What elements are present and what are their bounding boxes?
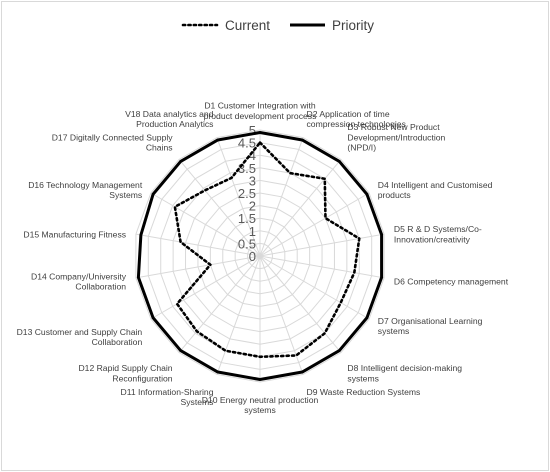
tick-label-3: 1.5 xyxy=(238,211,256,226)
spoke-17 xyxy=(178,159,261,257)
legend: Current Priority xyxy=(181,18,374,33)
category-label-6: D6 Competency management xyxy=(394,277,509,287)
spoke-16 xyxy=(150,192,261,257)
series-priority-line xyxy=(136,131,384,381)
spoke-3 xyxy=(259,159,342,257)
category-label-9-line-1: D9 Waste Reduction Systems xyxy=(307,387,421,397)
spoke-2 xyxy=(259,137,304,257)
legend-priority-label: Priority xyxy=(332,18,374,33)
category-label-13-line-2: Collaboration xyxy=(92,337,143,347)
category-label-2-line-2: compression technologies xyxy=(307,119,406,129)
category-label-3-line-2: Development/Introduction xyxy=(347,132,445,142)
tick-label-10: 5 xyxy=(249,123,256,138)
category-label-18-line-1: V18 Data analytics and xyxy=(125,109,214,119)
category-label-14-line-1: D14 Company/University xyxy=(31,271,127,281)
category-label-4-line-1: D4 Intelligent and Customised xyxy=(378,180,493,190)
legend-current-label: Current xyxy=(225,18,270,33)
tick-label-5: 2.5 xyxy=(238,186,256,201)
spoke-4 xyxy=(259,192,370,257)
category-label-11-line-1: D11 Information-Sharing xyxy=(120,387,213,397)
category-label-10-line-1: D10 Energy neutral production xyxy=(202,395,319,405)
spoke-8 xyxy=(259,255,342,353)
spoke-15 xyxy=(135,233,261,257)
category-label-5-line-1: D5 R & D Systems/Co- xyxy=(394,224,482,234)
category-label-5-line-2: Innovation/creativity xyxy=(394,234,471,244)
spoke-14 xyxy=(135,255,261,279)
category-label-6-line-1: D6 Competency management xyxy=(394,277,509,287)
category-label-3-line-1: D3 Robust New Product xyxy=(347,122,440,132)
spoke-18 xyxy=(216,137,261,257)
category-label-2-line-1: D2 Application of time xyxy=(307,109,390,119)
category-label-7-line-1: D7 Organisational Learning xyxy=(378,316,483,326)
category-label-3-line-3: (NPD/I) xyxy=(347,143,376,153)
tick-label-2: 1 xyxy=(249,224,256,239)
spoke-7 xyxy=(259,255,370,320)
category-label-17-line-2: Chains xyxy=(146,143,173,153)
tick-label-4: 2 xyxy=(249,199,256,214)
category-label-11-line-2: Systems xyxy=(181,397,214,407)
spoke-13 xyxy=(150,255,261,320)
category-label-15: D15 Manufacturing Fitness xyxy=(23,229,126,239)
tick-label-9: 4.5 xyxy=(238,136,256,151)
category-label-13-line-1: D13 Customer and Supply Chain xyxy=(17,327,143,337)
tick-label-1: 0.5 xyxy=(238,236,256,251)
category-label-12-line-2: Reconfiguration xyxy=(112,373,172,383)
category-label-14-line-2: Collaboration xyxy=(75,282,126,292)
category-label-10-line-2: systems xyxy=(244,405,276,415)
tick-label-0: 0 xyxy=(249,249,256,264)
category-label-7-line-2: systems xyxy=(378,326,410,336)
category-label-5: D5 R & D Systems/Co-Innovation/creativit… xyxy=(394,224,482,244)
category-label-12-line-1: D12 Rapid Supply Chain xyxy=(78,363,172,373)
spoke-5 xyxy=(259,233,385,257)
category-label-15-line-1: D15 Manufacturing Fitness xyxy=(23,229,126,239)
category-label-4-line-2: products xyxy=(378,190,411,200)
category-label-1-line-2: product development process xyxy=(204,111,317,121)
tick-label-6: 3 xyxy=(249,173,256,188)
series-current-line xyxy=(173,141,361,359)
radar-spokes xyxy=(135,130,385,382)
radial-tick-labels: 00.511.522.533.544.55 xyxy=(238,123,256,264)
category-label-18-line-2: Production Analytics xyxy=(136,119,213,129)
category-label-8-line-2: systems xyxy=(347,373,379,383)
category-label-9: D9 Waste Reduction Systems xyxy=(307,387,421,397)
category-label-8-line-1: D8 Intelligent decision-making xyxy=(347,363,462,373)
category-label-16-line-2: Systems xyxy=(109,190,142,200)
category-label-1-line-1: D1 Customer Integration with xyxy=(204,101,316,111)
data-series xyxy=(136,131,384,381)
tick-label-8: 4 xyxy=(249,148,256,163)
spoke-11 xyxy=(216,255,261,375)
category-label-16-line-1: D16 Technology Management xyxy=(28,180,143,190)
spoke-6 xyxy=(259,255,385,279)
category-label-17-line-1: D17 Digitally Connected Supply xyxy=(52,132,174,142)
spoke-12 xyxy=(178,255,261,353)
